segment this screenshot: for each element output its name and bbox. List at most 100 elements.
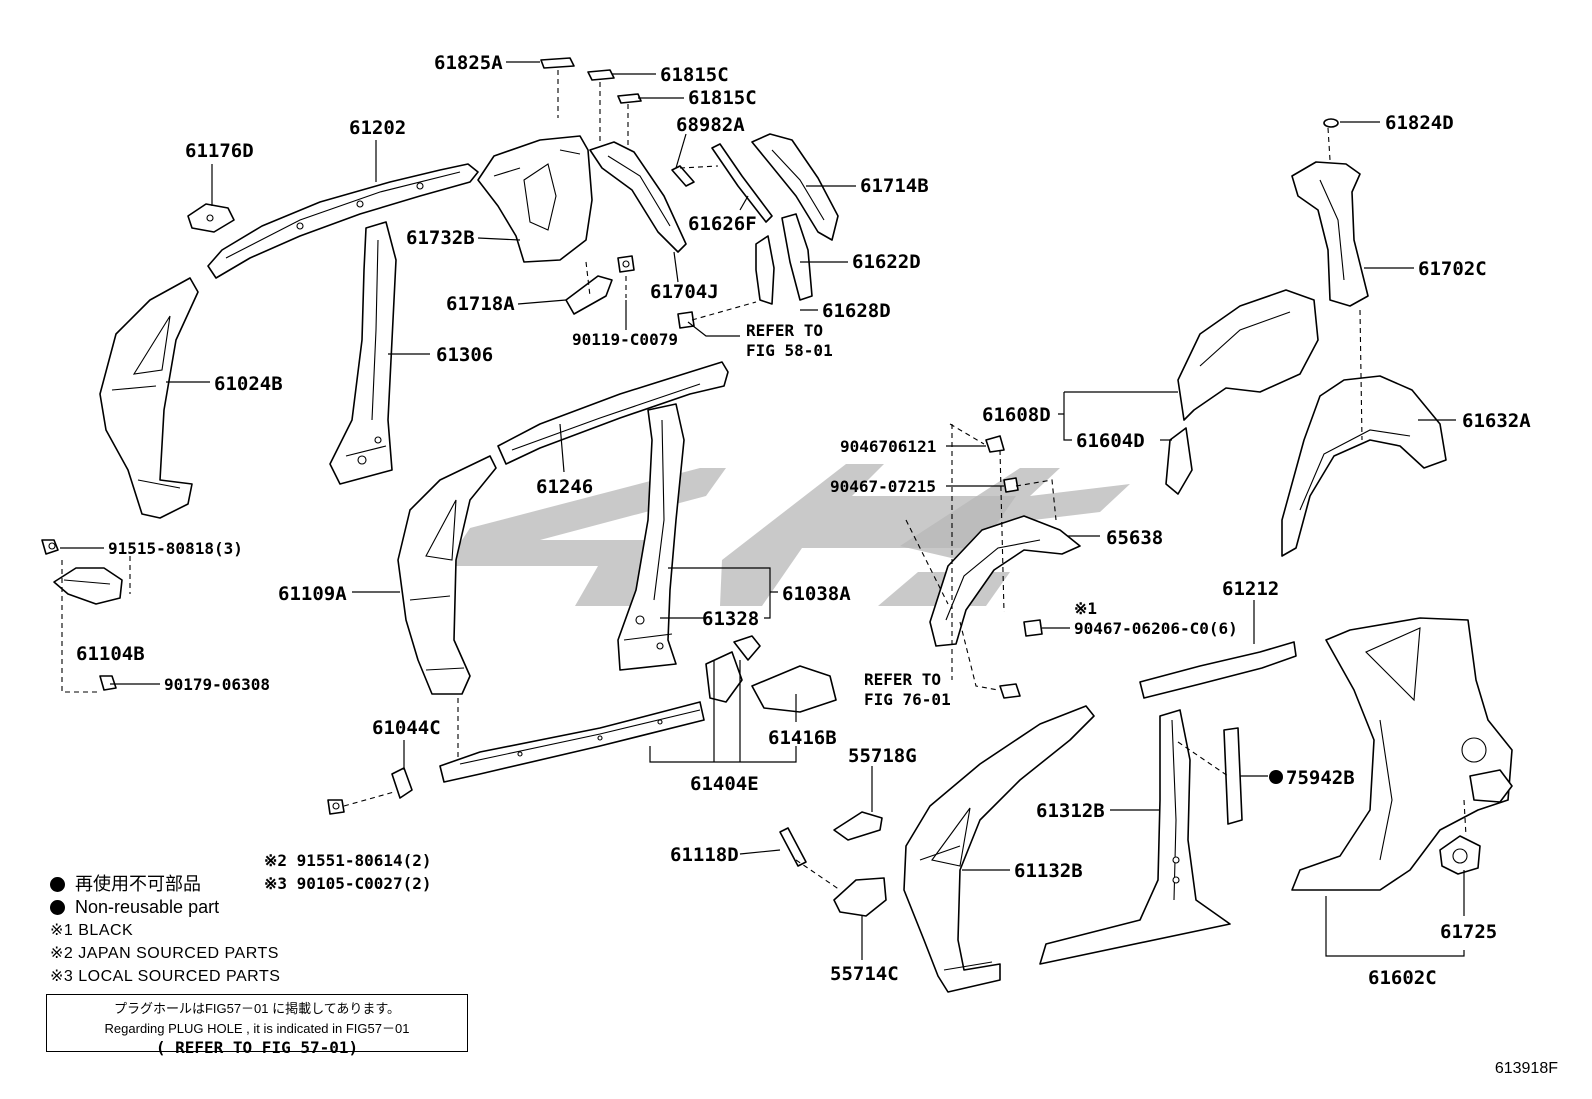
label-65638[interactable]: 65638 xyxy=(1106,527,1163,549)
label-61202[interactable]: 61202 xyxy=(349,117,406,139)
part-61109A-drawing xyxy=(397,455,497,695)
assembly-lines xyxy=(61,70,1467,891)
part-61212-drawing xyxy=(1139,641,1297,699)
part-61306-drawing xyxy=(329,221,397,485)
part-61815C-drawing-b xyxy=(617,93,642,104)
label-61328[interactable]: 61328 xyxy=(702,608,759,630)
part-75942B-drawing xyxy=(1223,727,1243,825)
part-61044C-drawing xyxy=(391,767,413,799)
label-91515-80818[interactable]: 91515-80818(3) xyxy=(108,539,243,558)
non-reusable-dot-icon xyxy=(50,877,65,892)
label-61044C[interactable]: 61044C xyxy=(372,717,441,739)
label-61825A[interactable]: 61825A xyxy=(434,52,503,74)
label-refer-fig-76-line2[interactable]: FIG 76-01 xyxy=(864,690,951,709)
label-61608D[interactable]: 61608D xyxy=(982,404,1051,426)
legend-note-1: ※1 BLACK xyxy=(50,922,134,939)
label-61732B[interactable]: 61732B xyxy=(406,227,475,249)
legend-non-reusable-en: Non-reusable part xyxy=(75,897,220,917)
label-61632A[interactable]: 61632A xyxy=(1462,410,1531,432)
leader-lines xyxy=(60,61,1465,960)
label-68982A[interactable]: 68982A xyxy=(676,114,745,136)
label-refer-fig-76-line1[interactable]: REFER TO xyxy=(864,670,941,689)
part-61312B-drawing xyxy=(1039,709,1231,965)
part-61608D-drawing xyxy=(1177,289,1319,421)
legend-note-3: ※3 LOCAL SOURCED PARTS xyxy=(50,968,281,985)
part-61714B-drawing xyxy=(751,133,839,241)
part-61704J-drawing xyxy=(589,141,687,253)
label-61704J[interactable]: 61704J xyxy=(650,281,719,303)
label-61824D[interactable]: 61824D xyxy=(1385,112,1454,134)
label-90467-06206[interactable]: 90467-06206-C0(6) xyxy=(1074,619,1238,638)
label-61246[interactable]: 61246 xyxy=(536,476,593,498)
screw-91515-80818-drawing xyxy=(41,539,59,555)
label-61024B[interactable]: 61024B xyxy=(214,373,283,395)
label-90179-06308[interactable]: 90179-06308 xyxy=(164,675,270,694)
legend-note-2: ※2 JAPAN SOURCED PARTS xyxy=(50,945,279,962)
label-61622D[interactable]: 61622D xyxy=(852,251,921,273)
part-68982A-drawing xyxy=(671,165,695,187)
label-9046706121[interactable]: 9046706121 xyxy=(840,437,936,456)
label-61718A[interactable]: 61718A xyxy=(446,293,515,315)
legend-row-non-reusable-en: Non-reusable part xyxy=(50,896,280,919)
label-61602C[interactable]: 61602C xyxy=(1368,967,1437,989)
nut-90179-06308-drawing xyxy=(99,675,117,691)
label-61416B[interactable]: 61416B xyxy=(768,727,837,749)
part-61104B-drawing xyxy=(53,567,123,605)
part-65638-drawing xyxy=(929,515,1081,647)
part-61632A-drawing xyxy=(1281,375,1447,557)
plug-hole-note-ref[interactable]: ( REFER TO FIG 57-01) xyxy=(155,1038,359,1057)
label-90105-C0027[interactable]: ※3 90105-C0027(2) xyxy=(264,874,432,893)
label-61312B[interactable]: 61312B xyxy=(1036,800,1105,822)
label-61626F[interactable]: 61626F xyxy=(688,213,757,235)
part-61202-drawing xyxy=(207,163,479,279)
label-61604D[interactable]: 61604D xyxy=(1076,430,1145,452)
part-61732B-drawing xyxy=(477,135,593,263)
label-91551-80614[interactable]: ※2 91551-80614(2) xyxy=(264,851,432,870)
legend: 再使用不可部品 Non-reusable part ※1 BLACK ※2 JA… xyxy=(50,873,280,988)
label-note-mark-1[interactable]: ※1 xyxy=(1074,599,1097,618)
label-61628D[interactable]: 61628D xyxy=(822,300,891,322)
clip-90467-07215-drawing xyxy=(1003,477,1019,493)
part-61626F-drawing xyxy=(711,143,773,223)
part-61718A-drawing xyxy=(565,275,613,315)
label-61109A[interactable]: 61109A xyxy=(278,583,347,605)
part-61725-drawing xyxy=(1439,835,1481,875)
bolt-91551-80614-drawing xyxy=(327,799,345,815)
part-61702C-drawing xyxy=(1291,161,1369,307)
label-75942B[interactable]: 75942B xyxy=(1286,767,1355,789)
part-61604D-drawing xyxy=(1165,427,1193,495)
label-61714B[interactable]: 61714B xyxy=(860,175,929,197)
label-61212[interactable]: 61212 xyxy=(1222,578,1279,600)
non-reusable-marker-75942B xyxy=(1269,770,1283,784)
label-61118D[interactable]: 61118D xyxy=(670,844,739,866)
part-61622D-drawing xyxy=(781,213,813,301)
part-55718G-drawing xyxy=(833,811,883,841)
legend-row-non-reusable-jp: 再使用不可部品 xyxy=(50,873,280,896)
label-90119-C0079[interactable]: 90119-C0079 xyxy=(572,330,678,349)
label-refer-fig-58-line1[interactable]: REFER TO xyxy=(746,321,823,340)
label-61815C-b[interactable]: 61815C xyxy=(688,87,757,109)
label-refer-fig-58-line2[interactable]: FIG 58-01 xyxy=(746,341,833,360)
label-61404E[interactable]: 61404E xyxy=(690,773,759,795)
plug-hole-note-jp: プラグホールはFIG57－01 に掲載してあります。 xyxy=(113,1001,401,1016)
label-55718G[interactable]: 55718G xyxy=(848,745,917,767)
part-61132B-drawing xyxy=(903,705,1095,993)
part-61118D-drawing xyxy=(779,827,807,867)
label-61132B[interactable]: 61132B xyxy=(1014,860,1083,882)
label-61038A[interactable]: 61038A xyxy=(782,583,851,605)
plug-hole-note: プラグホールはFIG57－01 に掲載してあります。 Regarding PLU… xyxy=(46,994,468,1057)
label-55714C[interactable]: 55714C xyxy=(830,963,899,985)
label-61176D[interactable]: 61176D xyxy=(185,140,254,162)
non-reusable-dot-icon xyxy=(50,900,65,915)
clip-9046706121-drawing xyxy=(985,435,1005,453)
label-61306[interactable]: 61306 xyxy=(436,344,493,366)
label-61702C[interactable]: 61702C xyxy=(1418,258,1487,280)
label-90467-07215[interactable]: 90467-07215 xyxy=(830,477,936,496)
label-61725[interactable]: 61725 xyxy=(1440,921,1497,943)
part-61416B-drawing xyxy=(705,635,837,713)
part-61404E-drawing xyxy=(439,701,705,783)
clip-fig76-drawing xyxy=(999,683,1021,699)
label-61104B[interactable]: 61104B xyxy=(76,643,145,665)
label-61815C-a[interactable]: 61815C xyxy=(660,64,729,86)
